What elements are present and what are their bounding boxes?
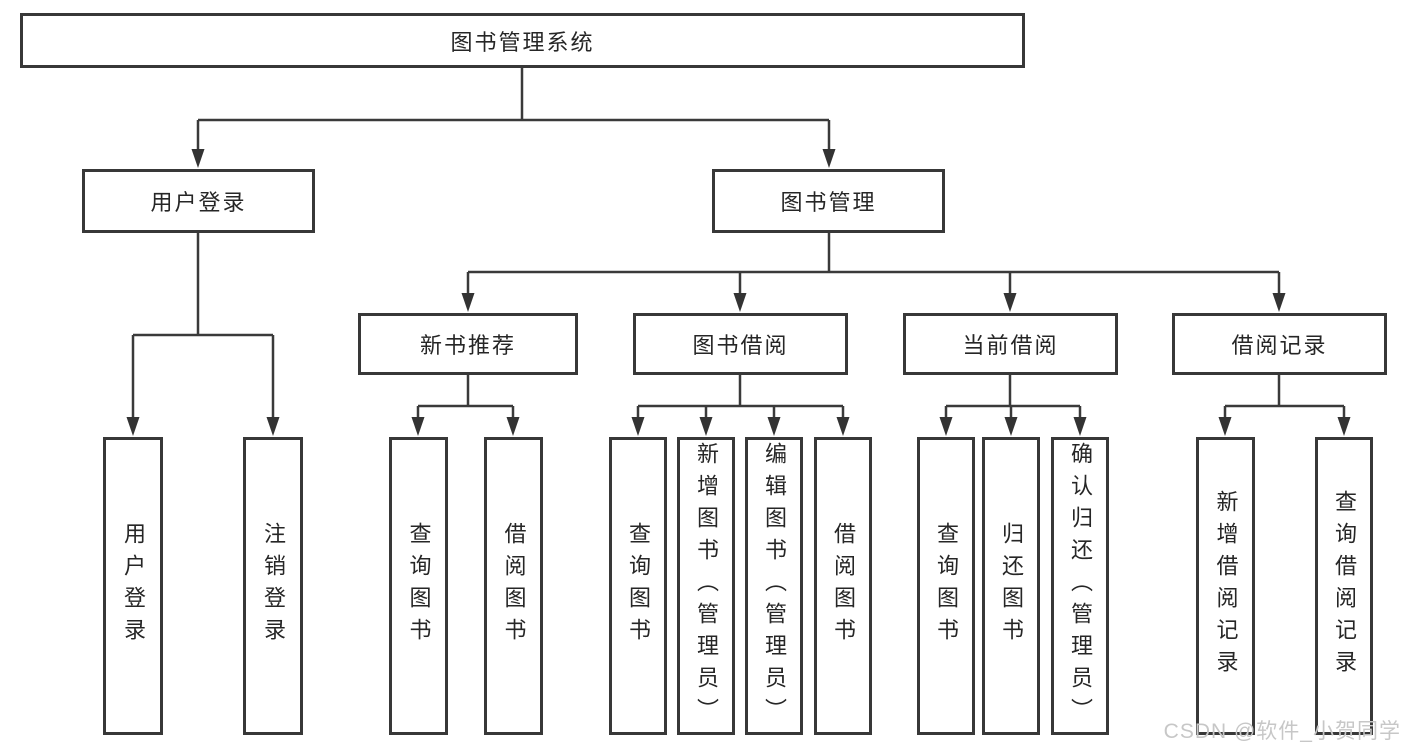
leaf-label: 借阅图书 <box>831 522 856 650</box>
node-new-book-recommend: 新书推荐 <box>358 313 578 375</box>
node-leaf-query-books-2: 查询图书 <box>609 437 667 735</box>
node-borrow-records: 借阅记录 <box>1172 313 1387 375</box>
leaf-label: 注销登录 <box>261 522 286 650</box>
node-leaf-borrow-books-1: 借阅图书 <box>484 437 543 735</box>
node-user-login: 用户登录 <box>82 169 315 233</box>
node-leaf-return-books: 归还图书 <box>982 437 1040 735</box>
node-leaf-query-books-1: 查询图书 <box>389 437 448 735</box>
leaf-label: 新增借阅记录 <box>1213 490 1239 682</box>
node-leaf-logout: 注销登录 <box>243 437 303 735</box>
node-current-borrow: 当前借阅 <box>903 313 1118 375</box>
leaf-label: 归还图书 <box>999 522 1024 650</box>
node-leaf-query-borrow-record: 查询借阅记录 <box>1315 437 1373 735</box>
node-book-management: 图书管理 <box>712 169 945 233</box>
leaf-label: 新增图书（管理员） <box>694 442 719 730</box>
leaf-label: 确认归还（管理员） <box>1068 442 1093 730</box>
leaf-label: 查询借阅记录 <box>1332 490 1357 682</box>
node-leaf-user-login: 用户登录 <box>103 437 163 735</box>
leaf-label: 编辑图书（管理员） <box>762 442 787 730</box>
node-leaf-add-borrow-record: 新增借阅记录 <box>1196 437 1255 735</box>
node-root-system: 图书管理系统 <box>20 13 1025 68</box>
node-leaf-add-books-admin: 新增图书（管理员） <box>677 437 735 735</box>
leaf-label: 查询图书 <box>626 522 651 650</box>
node-leaf-borrow-books-2: 借阅图书 <box>814 437 872 735</box>
node-leaf-edit-books-admin: 编辑图书（管理员） <box>745 437 803 735</box>
leaf-label: 用户登录 <box>121 522 146 650</box>
leaf-label: 查询图书 <box>934 522 959 650</box>
node-leaf-confirm-return-admin: 确认归还（管理员） <box>1051 437 1109 735</box>
arrowheads <box>126 149 1351 436</box>
node-leaf-query-books-3: 查询图书 <box>917 437 975 735</box>
leaf-label: 借阅图书 <box>501 522 527 650</box>
node-book-borrow: 图书借阅 <box>633 313 848 375</box>
leaf-label: 查询图书 <box>406 522 432 650</box>
